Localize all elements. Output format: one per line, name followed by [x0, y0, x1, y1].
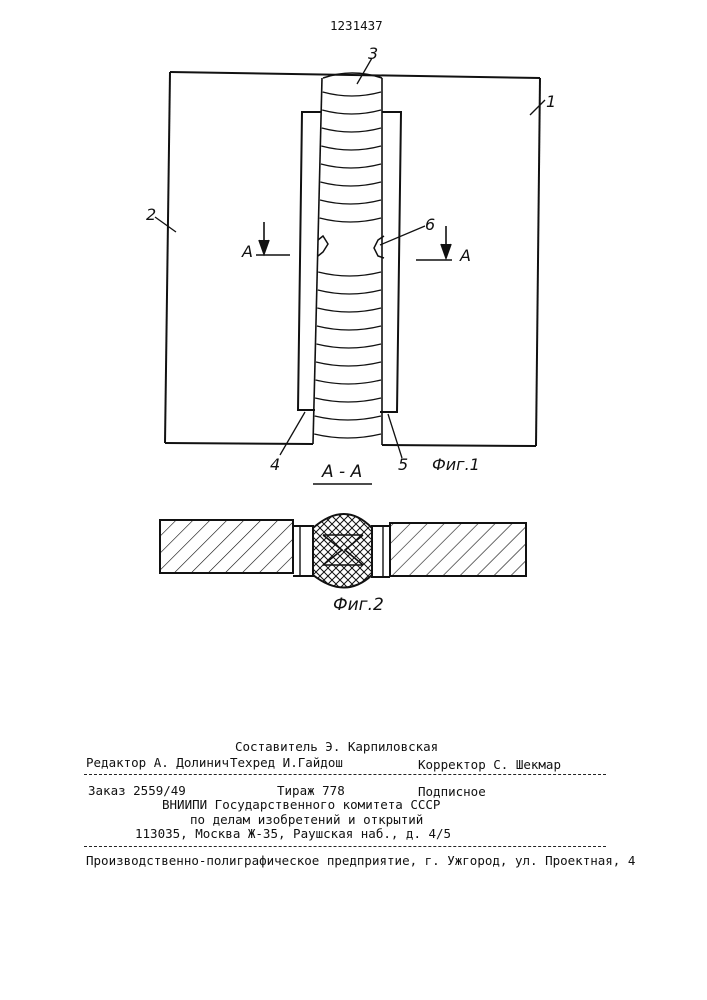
weld-ripple [320, 218, 381, 222]
fig1-label-2: 2 [146, 205, 156, 224]
fig2-cross-section [160, 514, 526, 588]
fig1-notch [318, 236, 384, 258]
fig1-weld-ripples [314, 92, 381, 438]
imprint-editor: Редактор А. Долинич [86, 755, 229, 770]
fig1-label-6: 6 [425, 215, 435, 234]
fig1-label-5: 5 [398, 455, 408, 474]
fig1-section-mark-left: А [242, 242, 253, 261]
weld-ripple [320, 182, 381, 186]
weld-ripple [318, 290, 381, 294]
imprint-printer: Производственно-полиграфическое предприя… [86, 853, 635, 868]
imprint-org-line2: по делам изобретений и открытий [190, 812, 423, 827]
imprint-composer: Составитель Э. Карпиловская [235, 739, 438, 754]
imprint-address: 113035, Москва Ж-35, Раушская наб., д. 4… [135, 826, 451, 841]
fig2-caption: Фиг.2 [333, 595, 384, 615]
weld-ripple [316, 362, 381, 366]
fig1-section-mark-right: А [460, 246, 471, 265]
fig1-leaders [155, 58, 545, 458]
fig1-label-3: 3 [368, 44, 378, 63]
imprint-techred: Техред И.Гайдош [230, 755, 343, 770]
fig1-label-1: 1 [546, 92, 556, 111]
fig1-caption: Фиг.1 [432, 455, 480, 474]
imprint-circulation: Тираж 778 [277, 783, 345, 798]
weld-ripple [317, 344, 382, 348]
weld-ripple [323, 92, 381, 96]
weld-ripple [321, 146, 381, 150]
weld-ripple [317, 326, 381, 330]
imprint-org-line1: ВНИИПИ Государственного комитета СССР [162, 797, 440, 812]
fig1-backing-strips [298, 112, 401, 412]
fig2-section-title: А - А [322, 462, 362, 482]
imprint-divider-1 [84, 774, 606, 775]
weld-ripple [320, 200, 381, 204]
weld-ripple [318, 272, 381, 276]
weld-ripple [316, 380, 381, 384]
weld-ripple [321, 164, 381, 168]
weld-ripple [317, 308, 381, 312]
imprint-corrector: Корректор С. Шекмар [418, 757, 561, 772]
weld-ripple [322, 128, 381, 132]
imprint-order: Заказ 2559/49 [88, 783, 186, 798]
weld-ripple [322, 110, 381, 114]
weld-ripple [315, 416, 381, 420]
fig1-plate [165, 72, 540, 446]
weld-ripple [314, 434, 381, 438]
weld-ripple [315, 398, 381, 402]
fig1-label-4: 4 [270, 455, 280, 474]
imprint-divider-2 [84, 846, 606, 847]
